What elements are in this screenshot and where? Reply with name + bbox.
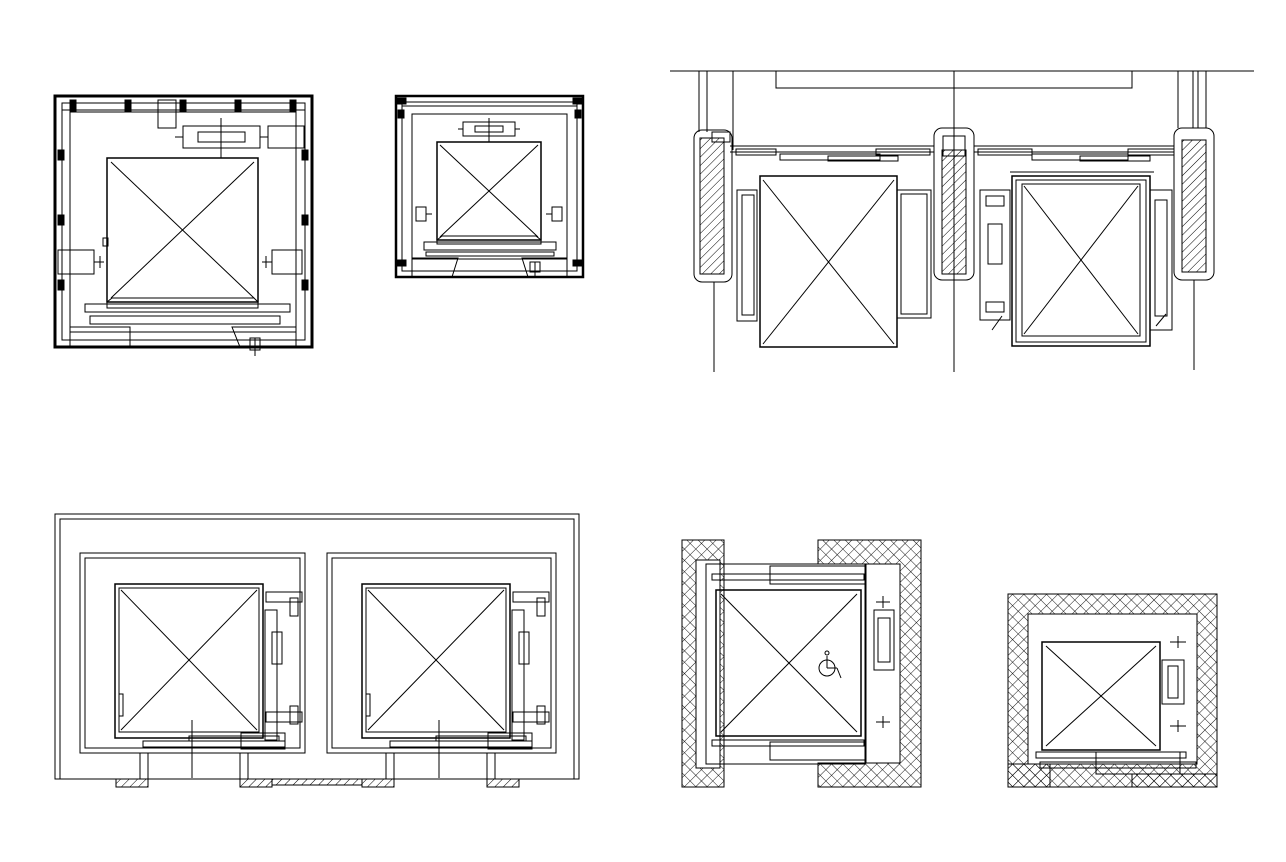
- view-2-shaft-plan: [394, 94, 585, 279]
- view-5-shaft-plan: [681, 539, 922, 788]
- view-1-shaft-plan: [53, 94, 314, 356]
- wheelchair-icon: [818, 650, 842, 679]
- view-4-twin-shaft-plan: [54, 513, 580, 788]
- view-6-shaft-plan: [1007, 593, 1218, 788]
- view-3-twin-shaft-plan: [670, 70, 1254, 372]
- view-1-top-brackets: [69, 99, 297, 113]
